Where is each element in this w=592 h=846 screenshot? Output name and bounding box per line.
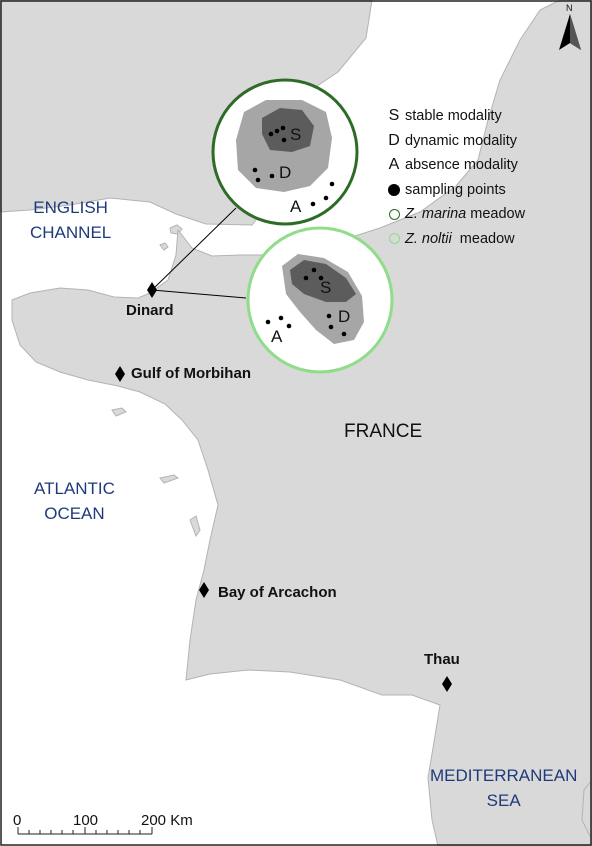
site-marker-dinard bbox=[147, 282, 157, 298]
sea-label-mediterranean-sea: MEDITERRANEAN SEA bbox=[430, 763, 577, 813]
connector-line bbox=[151, 207, 237, 291]
scale-label: 0 bbox=[13, 812, 22, 829]
site-marker-bay-of-arcachon bbox=[199, 582, 209, 598]
sampling-point bbox=[328, 324, 334, 330]
legend-item: Z. marina meadow bbox=[386, 202, 525, 227]
legend-item: S stable modality bbox=[386, 104, 525, 129]
sampling-point bbox=[274, 128, 280, 134]
legend-symbol: S bbox=[388, 107, 400, 125]
inset-letter: S bbox=[290, 125, 301, 144]
site-marker-thau bbox=[442, 676, 452, 692]
channel-island bbox=[159, 242, 169, 251]
sea-label-line: OCEAN bbox=[44, 504, 105, 523]
north-arrow-icon bbox=[559, 14, 581, 50]
dark-green-ring-icon bbox=[386, 208, 402, 220]
sampling-point-icon bbox=[386, 183, 402, 196]
inset-letter: D bbox=[279, 163, 291, 182]
legend-text: meadow bbox=[451, 230, 515, 247]
inset-letter: A bbox=[271, 327, 283, 346]
legend-symbol: A bbox=[388, 156, 400, 174]
site-label-dinard: Dinard bbox=[126, 302, 174, 319]
legend-species: Z. marina bbox=[405, 206, 467, 223]
z-marina-inset: S D A bbox=[211, 78, 359, 226]
sampling-point bbox=[252, 167, 258, 173]
sea-label-english-channel: ENGLISH CHANNEL bbox=[30, 195, 111, 245]
sampling-point bbox=[286, 323, 292, 329]
sampling-point bbox=[311, 267, 317, 273]
sea-label-atlantic-ocean: ATLANTIC OCEAN bbox=[34, 476, 115, 526]
site-label-thau: Thau bbox=[424, 651, 460, 668]
atlantic-island bbox=[189, 515, 201, 538]
legend: S stable modality D dynamic modality A a… bbox=[386, 104, 525, 251]
legend-text: absence modality bbox=[405, 157, 518, 174]
sampling-point bbox=[303, 275, 309, 281]
legend-item: A absence modality bbox=[386, 153, 525, 178]
scale-bar bbox=[17, 827, 153, 835]
sampling-point bbox=[255, 177, 261, 183]
sampling-point bbox=[326, 313, 332, 319]
atlantic-island bbox=[159, 474, 180, 484]
sampling-point bbox=[280, 125, 286, 131]
sea-label-line: MEDITERRANEAN bbox=[430, 766, 578, 785]
sampling-point bbox=[329, 181, 335, 187]
inset-letter: S bbox=[320, 278, 331, 297]
light-green-ring-icon bbox=[386, 233, 402, 245]
legend-species: Z. noltii bbox=[405, 230, 452, 247]
sea-label-line: SEA bbox=[486, 791, 521, 810]
legend-text: sampling points bbox=[405, 181, 506, 198]
sampling-point bbox=[323, 195, 329, 201]
inset-letter: A bbox=[290, 197, 302, 216]
france-landmass bbox=[11, 0, 592, 846]
legend-item: D dynamic modality bbox=[386, 129, 525, 154]
sea-label-line: CHANNEL bbox=[30, 223, 112, 242]
sea-label-line: ENGLISH bbox=[33, 198, 108, 217]
country-label: FRANCE bbox=[344, 421, 423, 442]
inset-letter: D bbox=[338, 307, 350, 326]
corsica-island bbox=[581, 779, 592, 841]
site-marker-gulf-of-morbihan bbox=[115, 366, 125, 382]
sampling-point bbox=[310, 201, 316, 207]
atlantic-island bbox=[111, 407, 127, 417]
z-noltii-inset: S D A bbox=[246, 226, 394, 374]
sampling-point bbox=[268, 131, 274, 137]
sampling-point bbox=[269, 173, 275, 179]
legend-text: stable modality bbox=[405, 108, 502, 125]
legend-symbol: D bbox=[388, 131, 400, 149]
scale-label: 200 Km bbox=[141, 812, 193, 829]
legend-text: meadow bbox=[466, 206, 526, 223]
sampling-point bbox=[265, 319, 271, 325]
site-label-gulf-of-morbihan: Gulf of Morbihan bbox=[131, 365, 251, 382]
sampling-point bbox=[281, 137, 287, 143]
site-label-bay-of-arcachon: Bay of Arcachon bbox=[218, 584, 337, 601]
sea-label-line: ATLANTIC bbox=[34, 479, 115, 498]
scale-label: 100 bbox=[73, 812, 99, 829]
stable-zone bbox=[290, 260, 356, 302]
great-britain-landmass bbox=[0, 0, 373, 226]
sampling-point bbox=[318, 275, 324, 281]
legend-text: dynamic modality bbox=[405, 132, 518, 149]
stable-zone bbox=[262, 108, 314, 152]
sampling-point bbox=[341, 331, 347, 337]
legend-item: sampling points bbox=[386, 178, 525, 203]
sampling-point bbox=[278, 315, 284, 321]
north-label: N bbox=[566, 3, 573, 13]
legend-item: Z. noltii meadow bbox=[386, 227, 525, 252]
connector-line bbox=[151, 289, 247, 299]
